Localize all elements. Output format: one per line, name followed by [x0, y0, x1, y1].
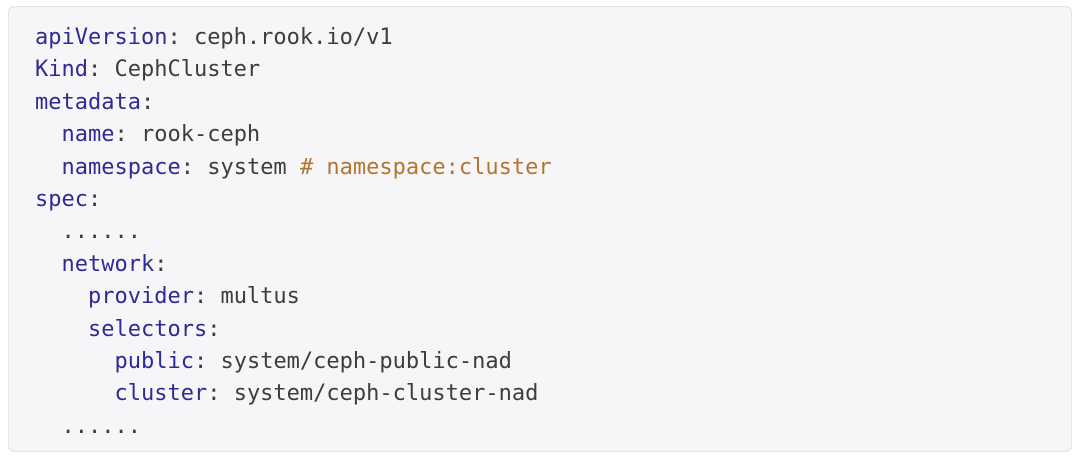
code-token-key: public: [114, 349, 194, 375]
code-token-plain: [35, 317, 88, 342]
code-token-plain: [35, 284, 88, 309]
code-token-plain: ......: [35, 219, 141, 245]
code-token-key: spec: [35, 187, 88, 213]
code-token-key: provider: [87, 284, 194, 310]
code-line: ......: [35, 411, 1045, 443]
code-token-key: Kind: [35, 57, 88, 83]
code-token-plain: :: [207, 316, 221, 342]
code-token-plain: [35, 122, 62, 147]
code-token-plain: : system/ceph-public-nad: [193, 349, 512, 375]
code-token-key: selectors: [87, 316, 208, 342]
code-line: ......: [35, 216, 1045, 248]
code-token-key: namespace: [61, 154, 181, 180]
code-token-plain: ......: [35, 413, 141, 439]
code-line: cluster: system/ceph-cluster-nad: [35, 378, 1045, 410]
code-line: apiVersion: ceph.rook.io/v1: [35, 22, 1045, 54]
code-token-plain: : CephCluster: [87, 57, 261, 83]
code-token-key: name: [61, 122, 115, 148]
code-token-plain: :: [87, 187, 102, 213]
code-token-comment: # namespace:cluster: [299, 154, 552, 180]
code-token-plain: : multus: [193, 284, 300, 310]
code-line: public: system/ceph-public-nad: [35, 346, 1045, 378]
code-token-plain: [35, 252, 62, 277]
code-line: selectors:: [35, 314, 1045, 346]
code-token-plain: : rook-ceph: [114, 122, 261, 148]
code-token-plain: :: [140, 89, 155, 115]
code-line: Kind: CephCluster: [35, 54, 1045, 86]
code-token-plain: : system/ceph-cluster-nad: [207, 381, 539, 407]
code-line: provider: multus: [35, 281, 1045, 313]
code-token-plain: [35, 155, 62, 180]
code-token-plain: : system: [180, 154, 300, 180]
code-line: name: rook-ceph: [35, 119, 1045, 151]
code-token-key: cluster: [114, 381, 208, 407]
code-line: namespace: system # namespace:cluster: [35, 152, 1045, 184]
code-token-key: network: [61, 251, 155, 277]
code-token-plain: [35, 381, 114, 406]
code-token-plain: [35, 349, 114, 374]
code-token-plain: :: [154, 251, 168, 277]
code-line: spec:: [35, 184, 1045, 216]
code-line: metadata:: [35, 87, 1045, 119]
code-token-plain: : ceph.rook.io/v1: [167, 25, 393, 50]
code-line: network:: [35, 249, 1045, 281]
code-token-key: apiVersion: [35, 25, 168, 50]
code-token-key: metadata: [35, 89, 141, 115]
